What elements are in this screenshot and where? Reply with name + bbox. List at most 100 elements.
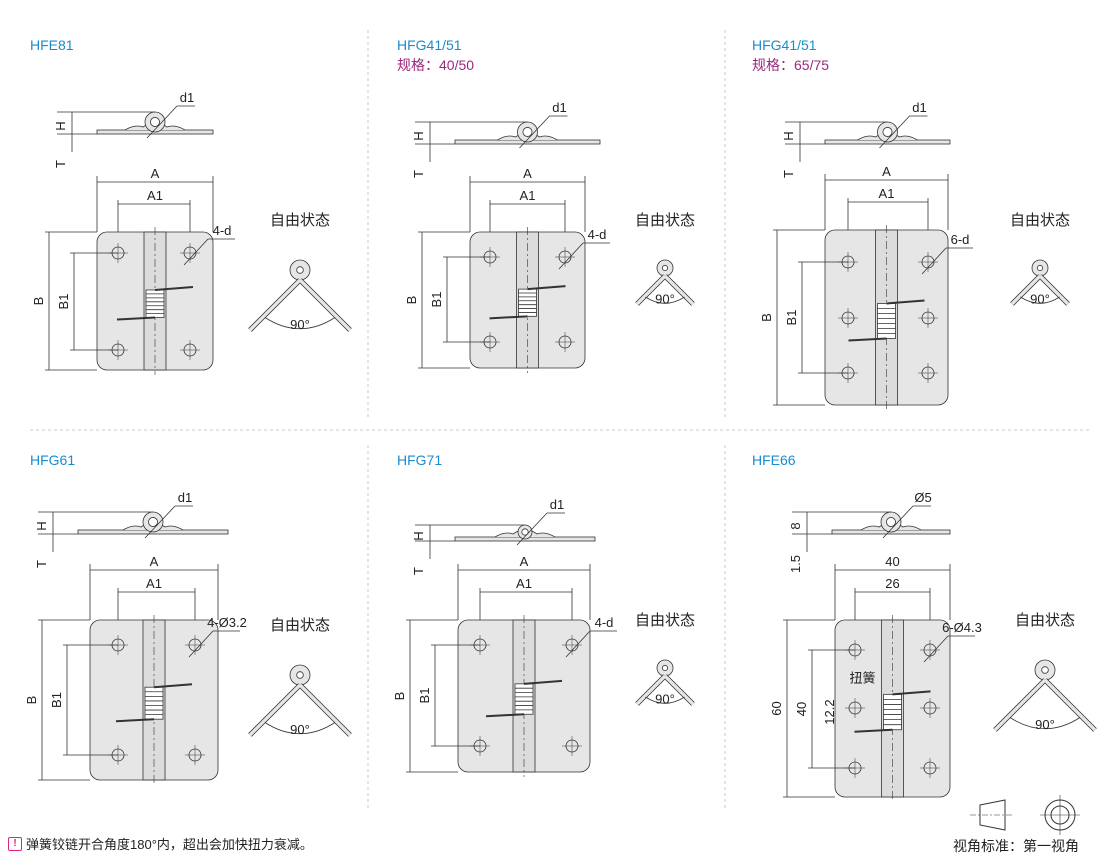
free-state-leaves-fill xyxy=(248,278,352,332)
spring-arm xyxy=(892,690,931,696)
panel-subtitle: 规格：65/75 xyxy=(752,57,829,73)
dim-a1-label: A1 xyxy=(516,576,532,591)
angle-arc xyxy=(645,296,685,304)
free-state-pin xyxy=(1041,666,1049,674)
spring-height-label: 12.2 xyxy=(822,699,837,724)
spring-arm xyxy=(886,299,925,305)
dim-b1-label: B1 xyxy=(784,310,799,326)
height-label: H xyxy=(34,521,49,530)
thickness-label: T xyxy=(781,170,796,178)
leader-line xyxy=(565,630,591,658)
thickness-label: T xyxy=(411,567,426,575)
dim-b1-label: B1 xyxy=(49,692,64,708)
height-label: H xyxy=(781,131,796,140)
dim-b-label: B xyxy=(392,692,407,701)
drawing-shapes xyxy=(30,30,1097,835)
spring-arm xyxy=(523,679,563,685)
leader-line xyxy=(188,630,214,658)
leader-line xyxy=(879,115,910,149)
height-label: H xyxy=(53,121,68,130)
pin-hole xyxy=(882,127,893,137)
dim-b1-label: B1 xyxy=(429,292,444,308)
free-state-leaves-fill xyxy=(635,674,695,706)
angle-label: 90° xyxy=(1035,717,1055,732)
free-state-label: 自由状态 xyxy=(635,612,695,629)
dim-b-label: B xyxy=(759,313,774,322)
hole-spec-label: 4-d xyxy=(595,615,614,630)
hole-spec-label: 6-Ø4.3 xyxy=(942,620,982,635)
dim-b-label: B xyxy=(31,297,46,306)
leader-line xyxy=(882,505,914,539)
free-state-leaves-fill xyxy=(248,683,352,737)
free-state-pin xyxy=(661,264,669,272)
spring-arm xyxy=(153,683,193,689)
diameter-label: d1 xyxy=(912,100,926,115)
diameter-label: d1 xyxy=(550,497,564,512)
dim-a1-label: A1 xyxy=(879,186,895,201)
dim-a-label: A xyxy=(523,166,532,181)
leader-line xyxy=(921,247,947,275)
height-label: H xyxy=(411,131,426,140)
panel-title: HFG41/51 xyxy=(752,37,817,53)
panel-title: HFG71 xyxy=(397,452,442,468)
leader-line xyxy=(144,505,176,539)
angle-label: 90° xyxy=(655,691,675,706)
diameter-label: Ø5 xyxy=(914,490,931,505)
dim-a1-label: A1 xyxy=(146,576,162,591)
angle-label: 90° xyxy=(290,722,310,737)
thickness-label: T xyxy=(53,160,68,168)
spring-arm xyxy=(116,316,156,321)
pin-hole xyxy=(886,517,896,527)
diameter-label: d1 xyxy=(552,100,566,115)
spring-label: 扭簧 xyxy=(849,670,875,685)
dim-a1-label: A1 xyxy=(147,188,163,203)
free-state-leaves-fill xyxy=(1010,274,1070,306)
leader-line xyxy=(923,635,949,663)
angle-arc xyxy=(264,722,336,735)
angle-label: 90° xyxy=(655,291,675,306)
dim-b1-label: B1 xyxy=(417,688,432,704)
hole-spec-label: 6-d xyxy=(951,232,970,247)
leader-line xyxy=(183,238,209,266)
diameter-label: d1 xyxy=(180,90,194,105)
dim-a1-label: A1 xyxy=(520,188,536,203)
free-state-pin xyxy=(1036,264,1044,272)
hole-spec-label: 4-d xyxy=(213,223,232,238)
dim-b1-label: B1 xyxy=(56,294,71,310)
free-state-label: 自由状态 xyxy=(1010,212,1070,229)
height-label: 8 xyxy=(788,522,803,529)
dim-b-label: B xyxy=(404,296,419,305)
pin-hole xyxy=(148,517,158,527)
diameter-label: d1 xyxy=(178,490,192,505)
free-state-leaves-fill xyxy=(993,678,1097,732)
angle-arc xyxy=(1009,717,1081,730)
dim-b1-label: 40 xyxy=(794,702,809,716)
leader-line xyxy=(146,105,178,139)
view-standard: 视角标准：第一视角 xyxy=(953,838,1079,854)
dim-b-label: 60 xyxy=(769,701,784,715)
angle-label: 90° xyxy=(290,317,310,332)
leader-line xyxy=(558,242,584,270)
leader-line xyxy=(519,115,550,149)
dim-a-label: 40 xyxy=(885,554,899,569)
hole-spec-label: 4-Ø3.2 xyxy=(207,615,247,630)
pin-hole xyxy=(522,127,533,137)
angle-arc xyxy=(1020,296,1060,304)
panel-title: HFG61 xyxy=(30,452,75,468)
angle-label: 90° xyxy=(1030,291,1050,306)
spring-arm xyxy=(115,718,155,723)
angle-arc xyxy=(264,317,336,330)
free-state-pin xyxy=(296,671,304,679)
leader-line xyxy=(516,512,548,546)
dim-b-label: B xyxy=(24,696,39,705)
hole-spec-label: 4-d xyxy=(588,227,607,242)
free-state-label: 自由状态 xyxy=(270,212,330,229)
angle-arc xyxy=(645,696,685,704)
spring-arm xyxy=(848,337,887,342)
panel-title: HFG41/51 xyxy=(397,37,462,53)
dim-a-label: A xyxy=(151,166,160,181)
warning-icon: ! xyxy=(8,836,22,851)
dim-a1-label: 26 xyxy=(885,576,899,591)
footer-note: ! 弹簧铰链开合角度180°内，超出会加快扭力衰减。 xyxy=(8,834,313,853)
